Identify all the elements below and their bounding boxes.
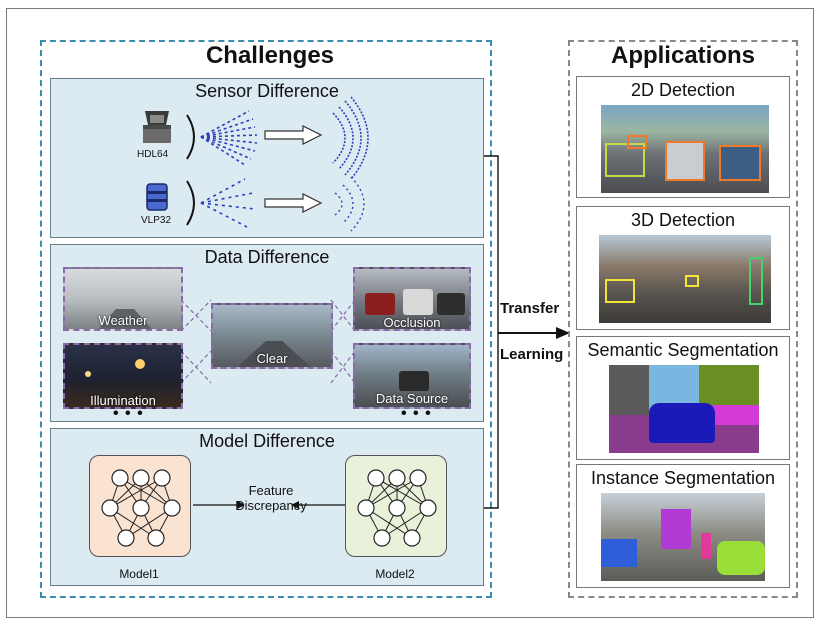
streetlight-glow-2 [85, 371, 91, 377]
outer-frame [6, 8, 814, 618]
hdl64-received-arcs-icon [332, 96, 369, 180]
model-difference-panel: Model Difference Model1 [50, 428, 484, 586]
data-source-car [399, 371, 429, 391]
data-difference-panel: Data Difference Weather Illumination Cle… [50, 244, 484, 422]
seg-vegetation [699, 365, 759, 409]
data-connectors [180, 299, 356, 384]
sensor-arrow-bottom-icon [264, 193, 323, 213]
sensor-arrow-top-icon [264, 125, 323, 145]
3d-box-car [605, 279, 635, 303]
feature-arrows-icon [193, 501, 345, 509]
inst-person [701, 533, 711, 559]
vlp32-beams-icon [186, 178, 256, 228]
3d-box-pedestrian [749, 257, 763, 305]
vlp32-received-arcs-icon [334, 176, 365, 232]
hdl64-beams-icon [186, 110, 258, 166]
data-ellipsis-left: • • • [113, 405, 144, 422]
app-2d-detection-image [601, 105, 769, 193]
app-3d-detection-label: 3D Detection [630, 210, 736, 230]
app-instance-segmentation-label: Instance Segmentation [590, 468, 776, 488]
illumination-label: Illumination [90, 393, 156, 408]
feature-line-2: Discrepancy [235, 498, 307, 513]
clear-thumbnail: Clear [211, 303, 333, 369]
car-box-4 [627, 135, 647, 149]
model1-network-icon [101, 469, 181, 547]
occlusion-car-3 [437, 293, 465, 315]
challenges-title: Challenges [205, 42, 335, 69]
model1-label: Model1 [119, 567, 159, 581]
occlusion-thumbnail: Occlusion [353, 267, 471, 331]
car-box-2 [719, 145, 761, 181]
model1-box [89, 455, 191, 557]
vlp32-lidar-icon [146, 183, 168, 211]
model-difference-title: Model Difference [199, 431, 335, 451]
hdl64-label: HDL64 [137, 149, 169, 160]
model2-network-icon [357, 469, 437, 547]
data-ellipsis-right: • • • [401, 405, 432, 422]
occlusion-label: Occlusion [383, 315, 441, 330]
feature-discrepancy-label: Feature Discrepancy [211, 483, 331, 513]
sensor-difference-title: Sensor Difference [195, 81, 339, 101]
app-instance-segmentation: Instance Segmentation [576, 464, 790, 588]
hdl64-lidar-icon [143, 111, 171, 143]
seg-sidewalk [709, 405, 759, 425]
car-box-1 [665, 141, 705, 181]
model2-label: Model2 [375, 567, 415, 581]
transfer-bracket-icon [484, 155, 570, 509]
seg-car [649, 403, 715, 443]
occlusion-car-2 [403, 289, 433, 315]
app-semantic-segmentation: Semantic Segmentation [576, 336, 790, 460]
transfer-label: Transfer [500, 300, 560, 317]
app-3d-detection: 3D Detection [576, 206, 790, 330]
applications-title: Applications [610, 42, 755, 69]
applications-container [568, 40, 798, 598]
weather-label: Weather [98, 313, 148, 328]
streetlight-glow [135, 359, 145, 369]
data-source-thumbnail: Data Source [353, 343, 471, 409]
inst-van [661, 509, 691, 549]
inst-car-left [601, 539, 637, 567]
seg-building [609, 365, 649, 415]
challenges-container [40, 40, 492, 598]
app-instance-segmentation-image [601, 493, 765, 581]
data-source-label: Data Source [375, 391, 449, 406]
model2-box [345, 455, 447, 557]
clear-label: Clear [256, 351, 288, 366]
vlp32-label: VLP32 [141, 215, 172, 226]
3d-box-small [685, 275, 699, 287]
sensor-difference-panel: Sensor Difference HDL64 VLP32 [50, 78, 484, 238]
data-difference-title: Data Difference [204, 247, 330, 267]
app-3d-detection-image [599, 235, 771, 323]
feature-line-1: Feature [248, 483, 294, 498]
app-semantic-segmentation-image [609, 365, 759, 453]
app-semantic-segmentation-label: Semantic Segmentation [587, 340, 779, 360]
illumination-thumbnail: Illumination [63, 343, 183, 409]
app-2d-detection: 2D Detection [576, 76, 790, 198]
weather-thumbnail: Weather [63, 267, 183, 331]
app-2d-detection-label: 2D Detection [630, 80, 736, 100]
learning-label: Learning [500, 346, 564, 363]
inst-car-right [717, 541, 765, 575]
car-box-3 [605, 143, 645, 177]
occlusion-car-1 [365, 293, 395, 315]
